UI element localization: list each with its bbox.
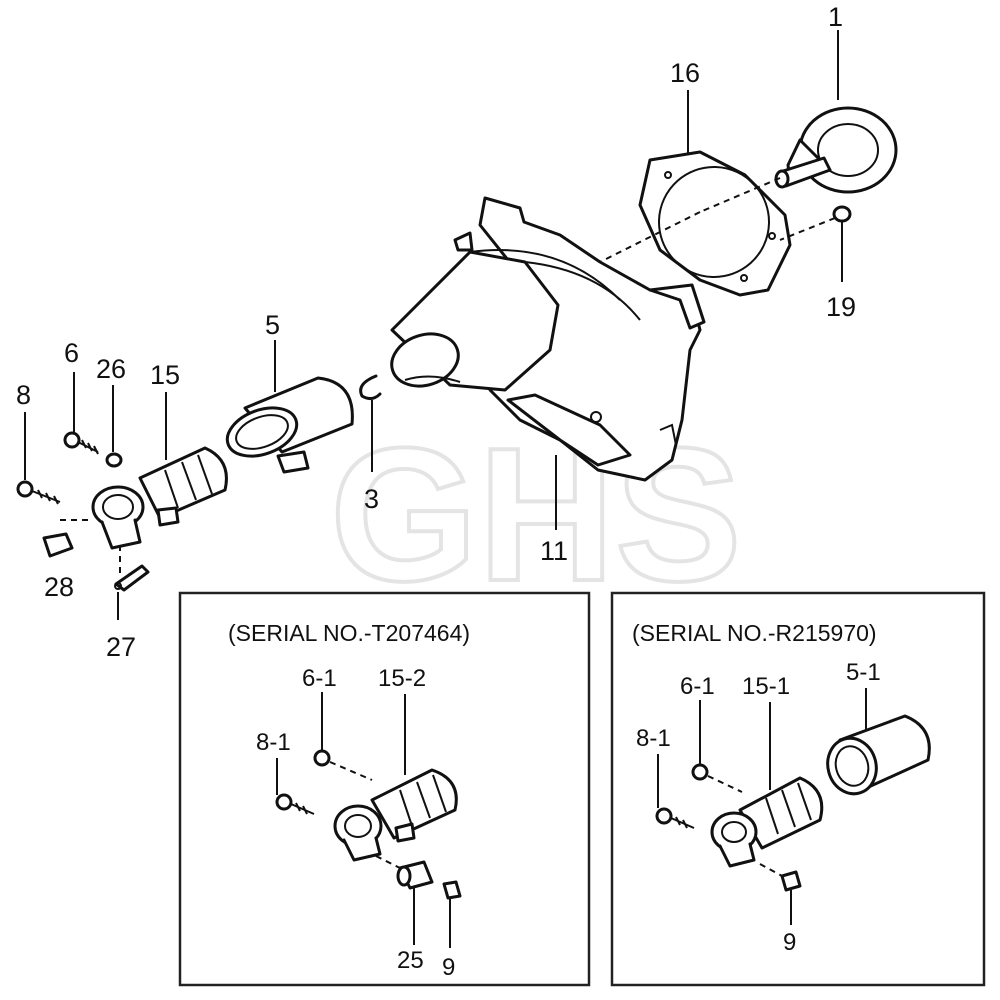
part-19-nut xyxy=(832,205,852,223)
label-28: 28 xyxy=(44,572,74,602)
inset-a-caption: (SERIAL NO.-T207464) xyxy=(228,620,470,646)
inset-b-caption: (SERIAL NO.-R215970) xyxy=(632,620,877,646)
label-6-1-a: 6-1 xyxy=(302,665,337,692)
part-6-bolt xyxy=(63,431,99,455)
part-8-screw xyxy=(16,480,61,505)
label-6-1-b: 6-1 xyxy=(680,673,715,700)
watermark-text: GHS xyxy=(330,409,742,621)
label-27: 27 xyxy=(106,632,136,662)
part-25-sleeve xyxy=(396,860,434,890)
part-8-1-screw-a xyxy=(275,793,315,815)
part-11-clutch-housing xyxy=(390,196,706,482)
label-6: 6 xyxy=(64,338,79,368)
label-5-1: 5-1 xyxy=(846,659,881,686)
part-28-key xyxy=(42,532,74,558)
part-3-circlip xyxy=(359,374,382,401)
label-15-1: 15-1 xyxy=(742,673,790,700)
label-25: 25 xyxy=(397,947,424,974)
part-6-1-bolt-a xyxy=(313,749,331,767)
label-9-a: 9 xyxy=(442,954,455,981)
inset-serial-r215970: (SERIAL NO.-R215970) xyxy=(610,591,986,987)
part-5-sleeve xyxy=(225,376,354,474)
label-9-b: 9 xyxy=(783,929,796,956)
label-1: 1 xyxy=(828,2,843,32)
part-15-1-bracket xyxy=(710,776,824,868)
label-8-1-b: 8-1 xyxy=(636,725,671,752)
label-5: 5 xyxy=(265,310,280,340)
label-16: 16 xyxy=(670,58,700,88)
label-15-2: 15-2 xyxy=(378,665,426,692)
part-26-washer xyxy=(105,452,123,468)
part-15-bracket xyxy=(91,446,228,550)
label-26: 26 xyxy=(96,354,126,384)
part-1-clutch-drum xyxy=(774,106,898,194)
label-8-1-a: 8-1 xyxy=(256,729,291,756)
label-8: 8 xyxy=(16,380,31,410)
part-15-2-bracket xyxy=(333,768,458,862)
part-16-gasket xyxy=(638,150,792,297)
label-19: 19 xyxy=(826,292,856,322)
part-8-1-screw-b xyxy=(655,807,695,829)
part-9-nut-b xyxy=(780,870,802,892)
part-9-nut-a xyxy=(442,880,462,900)
part-5-1-sleeve xyxy=(826,714,931,796)
label-15: 15 xyxy=(150,360,180,390)
part-6-1-bolt-b xyxy=(691,763,709,781)
label-3: 3 xyxy=(364,484,379,514)
label-11: 11 xyxy=(540,536,568,566)
part-27-clip xyxy=(114,564,150,592)
inset-serial-t207464: (SERIAL NO.-T207464) xyxy=(178,591,591,987)
